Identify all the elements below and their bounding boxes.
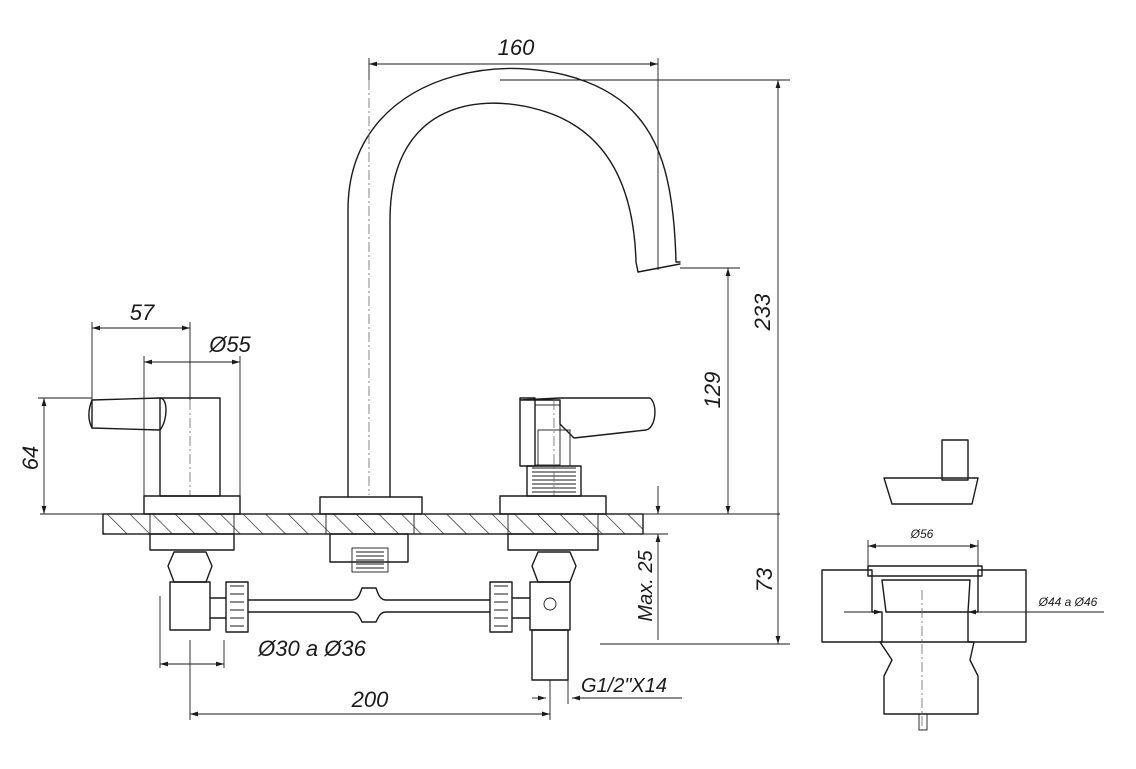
right-handle [489,397,656,681]
dim-drain-hole: Ø44 a Ø46 [1038,595,1098,609]
dim-handle-height: 64 [18,446,43,470]
left-handle [88,397,249,633]
dimension-lines [38,58,1104,720]
connecting-pipe [247,587,491,623]
drain-assembly [821,439,1027,731]
dim-spout-height: 129 [700,372,725,409]
dim-deck-thickness: Max. 25 [635,550,657,622]
dim-drain-diameter: Ø56 [910,527,934,541]
deck-section [40,513,780,535]
dim-handle-diameter: Ø55 [208,332,251,357]
dim-handle-reach: 57 [130,300,155,325]
dim-hole-diameter: Ø30 a Ø36 [257,636,366,661]
dim-spout-reach: 160 [498,35,535,60]
dim-below-deck-depth: 73 [752,567,777,592]
spout [319,67,681,573]
dim-total-height: 233 [750,293,775,331]
dim-thread: G1/2"X14 [581,675,667,697]
dim-center-distance: 200 [351,687,389,712]
